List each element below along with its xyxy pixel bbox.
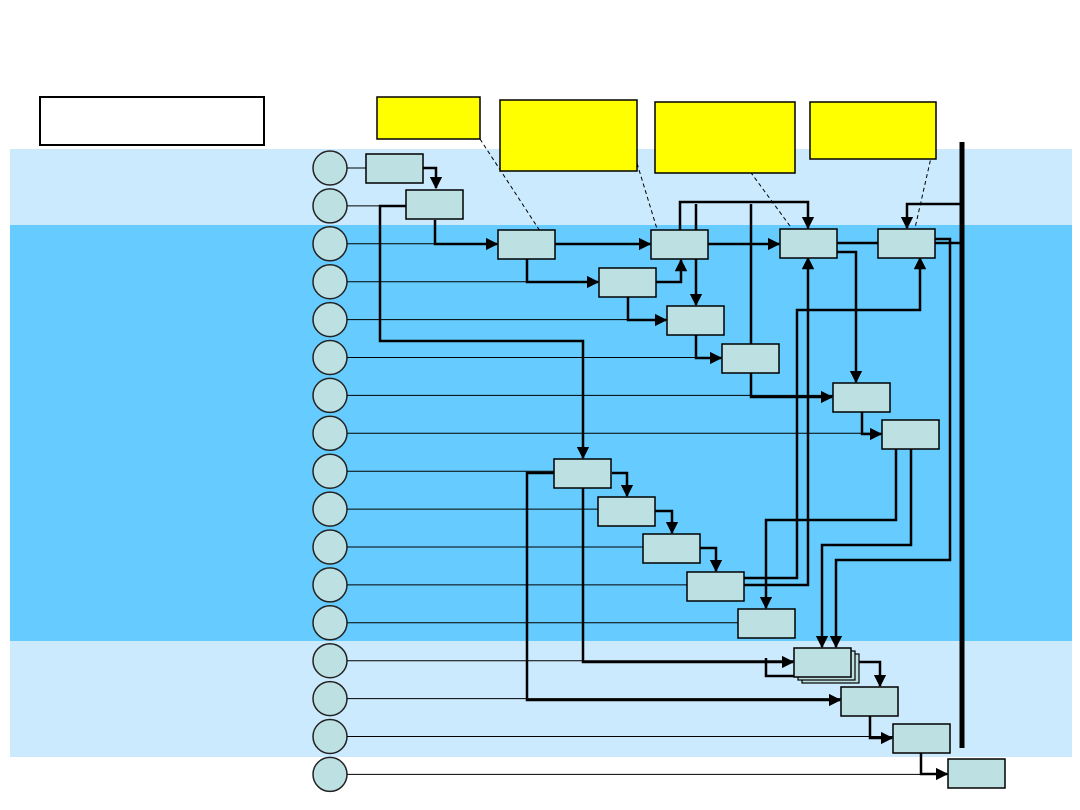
lane-node-4 bbox=[312, 263, 348, 300]
task-t8 bbox=[779, 228, 838, 259]
task-t12 bbox=[553, 458, 612, 489]
connector-t11-t16 bbox=[759, 449, 898, 610]
task-t16 bbox=[737, 608, 796, 639]
lane-node-17 bbox=[312, 756, 348, 793]
annotation-note-2 bbox=[499, 99, 638, 172]
note-1-leader bbox=[479, 138, 541, 232]
connector-t12-t13 bbox=[612, 471, 634, 498]
connector-t3-t4 bbox=[525, 259, 600, 289]
lane-node-2 bbox=[312, 188, 348, 224]
connector-t2-t12 bbox=[378, 204, 590, 460]
lane-node-5 bbox=[312, 301, 348, 338]
connector-bar-t9 bbox=[900, 202, 960, 230]
task-t1 bbox=[365, 153, 424, 184]
connector-t5-t8-top bbox=[678, 200, 815, 230]
lane-node-11 bbox=[312, 529, 348, 565]
lane-node-10 bbox=[312, 491, 348, 527]
lane-node-14 bbox=[312, 642, 348, 679]
connector-t17-t18 bbox=[853, 660, 887, 688]
connector-t11-t17 bbox=[815, 449, 913, 649]
task-t17 bbox=[793, 647, 852, 678]
lane-node-6 bbox=[312, 339, 348, 376]
connector-t12-t18 bbox=[525, 471, 842, 707]
lane-node-13 bbox=[312, 605, 348, 641]
task-t18 bbox=[840, 686, 899, 717]
lane-node-3 bbox=[312, 226, 348, 262]
task-t15 bbox=[686, 571, 745, 602]
lane-node-8 bbox=[312, 415, 348, 452]
annotation-note-1 bbox=[376, 96, 481, 140]
connector-t15-t9 bbox=[744, 256, 927, 580]
diagram-title-box bbox=[39, 96, 265, 146]
connector-t19-t20 bbox=[919, 753, 949, 781]
lane-node-9 bbox=[312, 453, 348, 489]
connector-t15-t8 bbox=[744, 256, 815, 587]
task-t19 bbox=[892, 723, 951, 754]
task-t4 bbox=[598, 267, 657, 298]
task-t5 bbox=[650, 229, 709, 260]
lane-node-16 bbox=[312, 718, 348, 755]
lane-node-1 bbox=[312, 150, 348, 186]
task-t3 bbox=[497, 229, 556, 260]
connector-t7-t10 bbox=[749, 373, 834, 404]
connector-t18-t19 bbox=[868, 716, 894, 745]
task-t20 bbox=[947, 758, 1006, 789]
lane-node-12 bbox=[312, 567, 348, 603]
connector-t14-t15 bbox=[700, 546, 723, 573]
connector-t17-loop bbox=[764, 658, 795, 678]
connector-t10-t11 bbox=[860, 412, 883, 441]
task-t11 bbox=[881, 419, 940, 450]
connector-t13-t14 bbox=[655, 509, 679, 535]
annotation-note-4 bbox=[809, 101, 937, 160]
task-t14 bbox=[642, 533, 701, 564]
connector-t1-t2 bbox=[423, 166, 443, 190]
task-t7 bbox=[721, 343, 780, 374]
connector-t6-t7 bbox=[694, 335, 723, 365]
annotation-note-3 bbox=[654, 101, 796, 174]
connector-t4-t5 bbox=[656, 258, 688, 284]
task-t13 bbox=[597, 496, 656, 527]
task-t6 bbox=[666, 305, 725, 336]
lane-node-15 bbox=[312, 680, 348, 717]
connector-t12-t17 bbox=[581, 488, 795, 669]
task-t9 bbox=[877, 228, 936, 259]
lane-node-7 bbox=[312, 377, 348, 414]
connector-t2-t3 bbox=[433, 220, 499, 251]
task-t2 bbox=[405, 189, 464, 220]
connector-t4-t6 bbox=[626, 297, 668, 327]
connector-t9-t17 bbox=[829, 237, 952, 649]
connector-t8-t10 bbox=[837, 250, 863, 384]
task-t10 bbox=[832, 382, 891, 413]
